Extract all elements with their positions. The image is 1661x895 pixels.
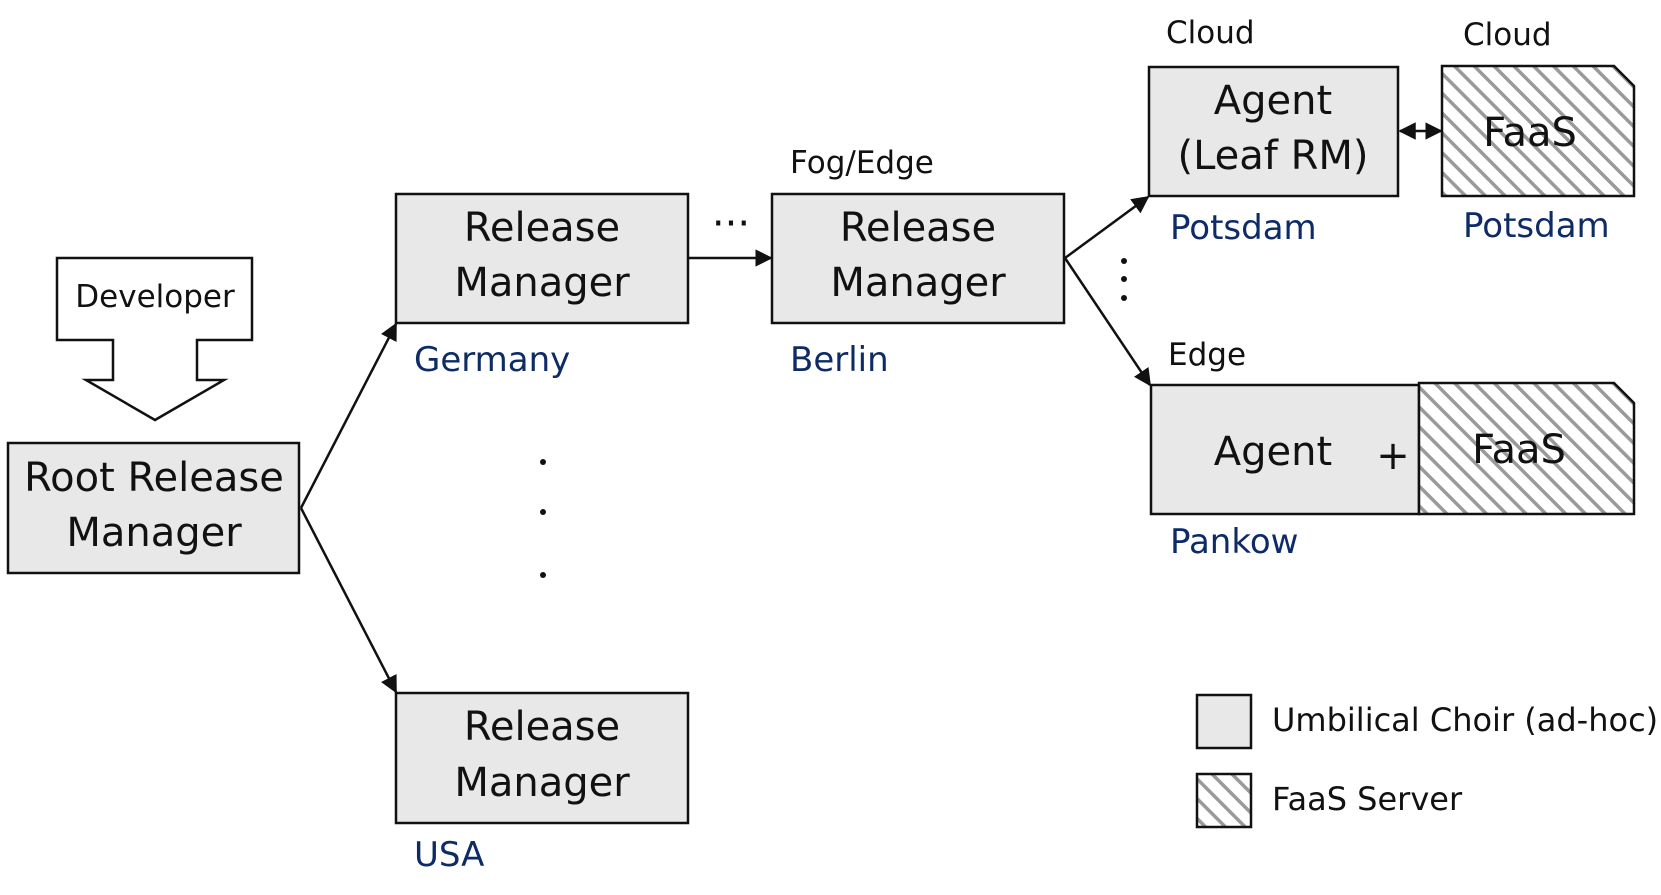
legend-swatch-hatched	[1195, 772, 1253, 829]
usa-line1: Release	[464, 704, 620, 750]
release-manager-germany: Release Manager	[394, 192, 690, 325]
developer-arrow: Developer	[55, 256, 254, 422]
edge-agent-combo: Agent + FaaS	[1149, 381, 1636, 516]
location-potsdam-faas: Potsdam	[1463, 206, 1610, 246]
tier-cloud-faas: Cloud	[1463, 17, 1552, 53]
location-germany: Germany	[414, 340, 570, 380]
vertical-ellipsis-release-managers	[540, 459, 546, 578]
legend-umbilical-choir: Umbilical Choir (ad-hoc)	[1272, 701, 1658, 739]
arrow-root-to-germany	[299, 322, 398, 509]
cloud-faas-server: FaaS	[1440, 64, 1636, 198]
root-line2: Manager	[66, 510, 242, 556]
connectors	[299, 122, 1443, 694]
location-usa: USA	[414, 835, 484, 875]
horizontal-ellipsis: ···	[712, 201, 750, 247]
location-berlin: Berlin	[790, 340, 889, 380]
germany-line1: Release	[464, 205, 620, 251]
root-line1: Root Release	[24, 455, 284, 501]
location-potsdam-agent: Potsdam	[1170, 208, 1317, 248]
edge-agent-label: Agent	[1214, 429, 1332, 475]
legend-swatch-solid	[1195, 693, 1253, 750]
berlin-line2: Manager	[830, 260, 1006, 306]
arrow-berlin-to-cloud-agent	[1064, 195, 1150, 260]
tier-cloud-agent: Cloud	[1166, 15, 1255, 51]
legend: Umbilical Choir (ad-hoc) FaaS Server	[1195, 693, 1658, 829]
vertical-ellipsis-agents	[1121, 258, 1127, 301]
germany-line2: Manager	[454, 260, 630, 306]
cloud-agent: Agent (Leaf RM)	[1147, 65, 1400, 198]
edge-faas-label: FaaS	[1472, 427, 1566, 473]
cloud-agent-line2: (Leaf RM)	[1177, 133, 1368, 179]
location-pankow: Pankow	[1170, 522, 1298, 562]
usa-line2: Manager	[454, 760, 630, 806]
tier-fog-edge: Fog/Edge	[790, 145, 934, 181]
tier-edge: Edge	[1168, 337, 1246, 373]
root-release-manager: Root Release Manager	[6, 441, 301, 575]
release-manager-usa: Release Manager	[394, 691, 690, 825]
legend-faas-server: FaaS Server	[1272, 780, 1463, 818]
cloud-agent-line1: Agent	[1214, 78, 1332, 124]
arrow-root-to-usa	[299, 507, 398, 694]
developer-label: Developer	[75, 279, 235, 315]
berlin-line1: Release	[840, 205, 996, 251]
cloud-faas-label: FaaS	[1483, 110, 1577, 156]
release-manager-berlin: Release Manager	[770, 192, 1066, 325]
arrow-berlin-to-edge-agent	[1063, 257, 1152, 387]
edge-plus-sign: +	[1376, 433, 1410, 479]
